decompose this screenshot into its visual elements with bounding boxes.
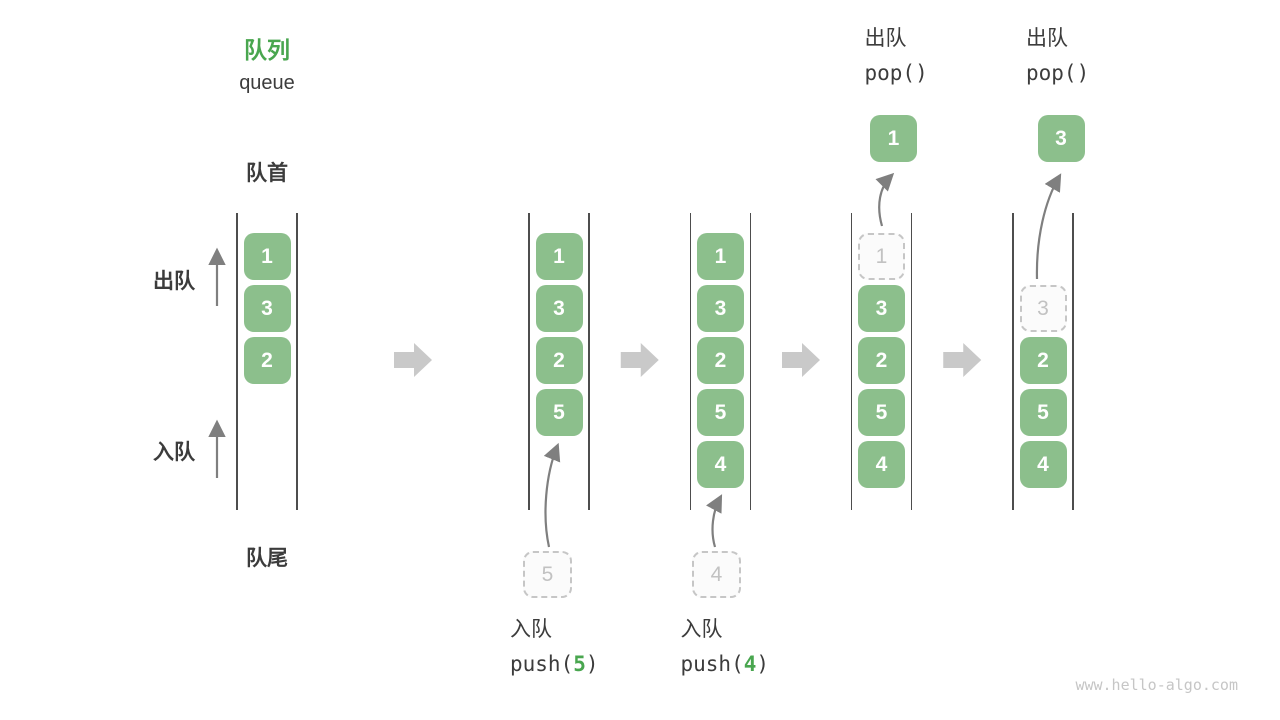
op-title: 出队 <box>1026 27 1068 50</box>
popped-element: 1 <box>870 115 917 162</box>
dequeue-arrow-state-5 <box>1035 173 1062 280</box>
queue-wall-right <box>910 213 913 510</box>
popped-element: 3 <box>1037 115 1085 162</box>
title-en: queue <box>239 72 295 94</box>
enqueue-arrow-state-3 <box>705 494 723 548</box>
queue-slot: 5 <box>697 389 744 436</box>
queue-slot: 1 <box>535 233 583 280</box>
op-code: push(4) <box>680 652 770 676</box>
queue-front-label: 队首 <box>246 162 288 185</box>
queue-slot-dashed: 1 <box>858 233 905 280</box>
queue-wall-left <box>528 213 530 510</box>
transition-arrow-4 <box>943 343 982 377</box>
queue-slot: 2 <box>697 337 744 384</box>
enqueue-side-label: 入队 <box>153 441 195 464</box>
queue-slot: 2 <box>1019 337 1067 384</box>
queue-slot: 3 <box>243 285 291 332</box>
queue-slot: 2 <box>243 337 291 384</box>
queue-rear-label: 队尾 <box>246 547 288 570</box>
transition-arrow-1 <box>394 343 432 377</box>
queue-wall-left <box>689 213 692 510</box>
queue-slot: 3 <box>697 285 744 332</box>
enqueue-op-label: 入队 push(5) <box>510 613 599 676</box>
incoming-element: 4 <box>692 551 741 598</box>
incoming-element: 5 <box>523 551 572 598</box>
op-arg: 4 <box>743 652 757 676</box>
op-title: 出队 <box>864 27 907 50</box>
queue-slot: 5 <box>858 389 905 436</box>
queue-slot: 2 <box>535 337 583 384</box>
queue-slot: 5 <box>535 389 583 436</box>
op-title: 入队 <box>680 618 723 641</box>
queue-slot: 4 <box>697 441 744 488</box>
op-code: pop() <box>864 61 928 85</box>
dequeue-op-label: 出队 pop() <box>1026 22 1089 85</box>
queue-wall-left <box>236 213 238 510</box>
dequeue-op-label: 出队 pop() <box>865 22 928 85</box>
queue-slot: 2 <box>858 337 905 384</box>
queue-wall-right <box>296 213 298 510</box>
op-title: 入队 <box>510 618 552 641</box>
dequeue-side-label: 出队 <box>153 270 195 293</box>
op-arg: 5 <box>573 652 586 676</box>
queue-slot: 1 <box>697 233 744 280</box>
queue-wall-right <box>749 213 752 510</box>
queue-slot: 4 <box>1019 441 1067 488</box>
transition-arrow-3 <box>782 343 820 377</box>
transition-arrow-2 <box>620 343 659 377</box>
enqueue-arrow-state-2 <box>543 442 561 548</box>
queue-slot: 4 <box>858 441 905 488</box>
queue-slot: 3 <box>535 285 583 332</box>
diagram-title: 队列 queue <box>197 31 337 95</box>
queue-slot: 5 <box>1019 389 1067 436</box>
queue-slot: 1 <box>243 233 291 280</box>
queue-wall-right <box>588 213 590 510</box>
queue-slot-dashed: 3 <box>1019 285 1067 332</box>
dequeue-arrow-state-4 <box>875 172 895 227</box>
queue-wall-left <box>850 213 853 510</box>
queue-slot: 3 <box>858 285 905 332</box>
queue-wall-right <box>1072 213 1074 510</box>
op-code: push(5) <box>510 652 599 676</box>
enqueue-op-label: 入队 push(4) <box>681 613 770 676</box>
op-code: pop() <box>1026 61 1090 85</box>
queue-wall-left <box>1012 213 1014 510</box>
title-zh: 队列 <box>244 37 290 63</box>
watermark: www.hello-algo.com <box>1075 676 1238 694</box>
